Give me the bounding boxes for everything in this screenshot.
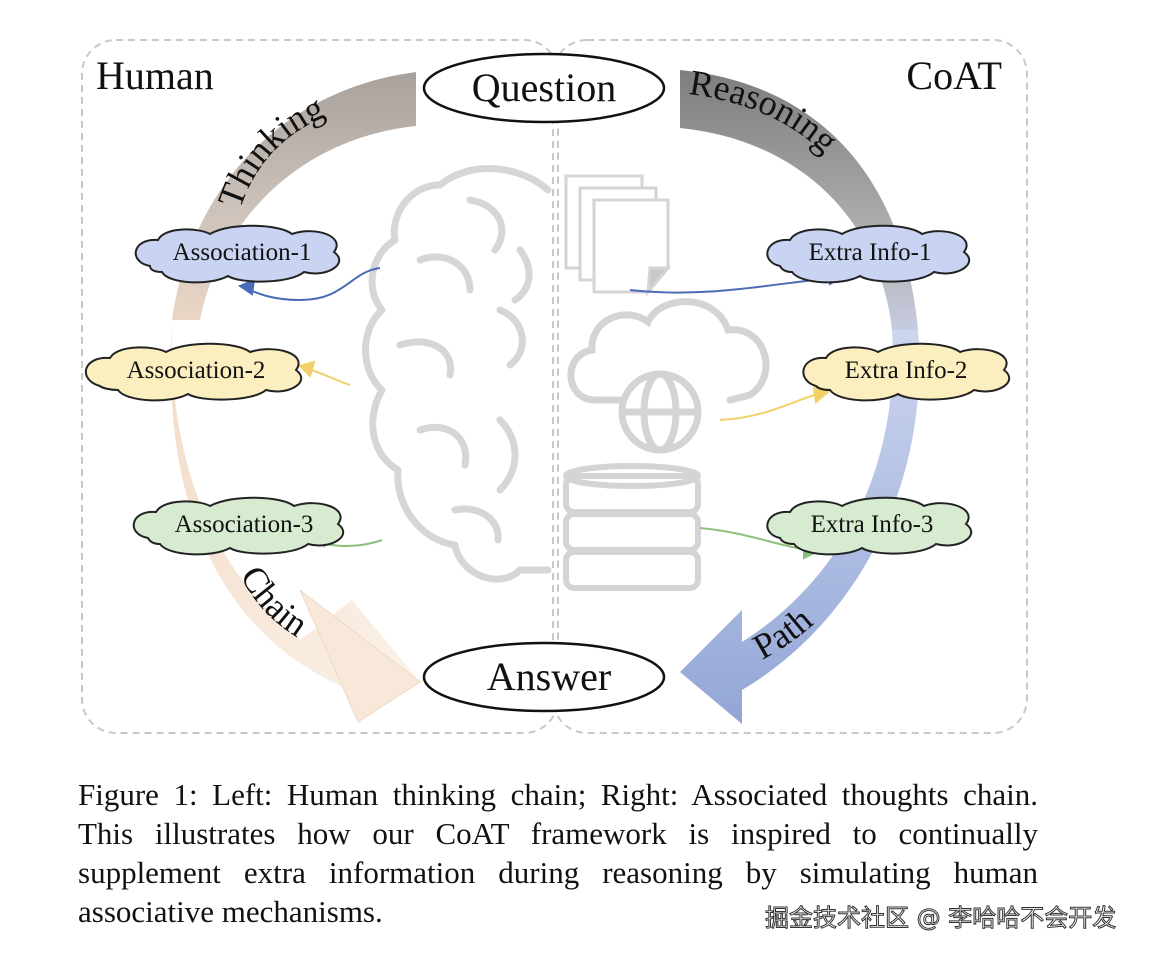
- association-2-cloud: Association-2: [84, 342, 303, 402]
- association-2-label: Association-2: [127, 357, 266, 384]
- answer-oval: [422, 641, 666, 713]
- right-title: CoAT: [906, 53, 1002, 98]
- question-label: Question: [472, 65, 616, 110]
- association-3-cloud: Association-3: [132, 496, 345, 556]
- right-panel-outline: [552, 39, 1028, 734]
- coat-figure: Thinking Reasoning Chain Path: [81, 39, 1028, 734]
- answer-label: Answer: [487, 654, 611, 699]
- association-1-label: Association-1: [173, 239, 312, 266]
- association-1-cloud: Association-1: [134, 224, 341, 284]
- left-panel-outline: [81, 39, 559, 734]
- extra-info-3-label: Extra Info-3: [811, 511, 934, 538]
- right-arc-top-band: [680, 70, 918, 330]
- extra-info-2-cloud: Extra Info-2: [802, 342, 1011, 402]
- figure-caption: Figure 1: Left: Human thinking chain; Ri…: [78, 777, 1038, 929]
- documents-icon: [564, 174, 672, 297]
- association-3-label: Association-3: [175, 511, 314, 538]
- left-arc-top-band: [172, 72, 416, 320]
- question-oval: [422, 52, 666, 124]
- database-icon: [563, 463, 701, 591]
- right-arc-bottom-band: [680, 330, 920, 724]
- extra-info-2-label: Extra Info-2: [845, 357, 968, 384]
- extra-info-1-cloud: Extra Info-1: [766, 224, 971, 284]
- cloud-globe-icon: [567, 298, 770, 454]
- watermark: 掘金技术社区 @ 李哈哈不会开发: [764, 904, 1117, 933]
- left-title: Human: [96, 53, 214, 98]
- brain-icon: [362, 165, 552, 583]
- extra-info-3-cloud: Extra Info-3: [766, 496, 973, 556]
- extra-info-1-label: Extra Info-1: [809, 239, 932, 266]
- left-arc-bottom-band: [170, 320, 420, 722]
- left-arrowhead: [299, 589, 421, 723]
